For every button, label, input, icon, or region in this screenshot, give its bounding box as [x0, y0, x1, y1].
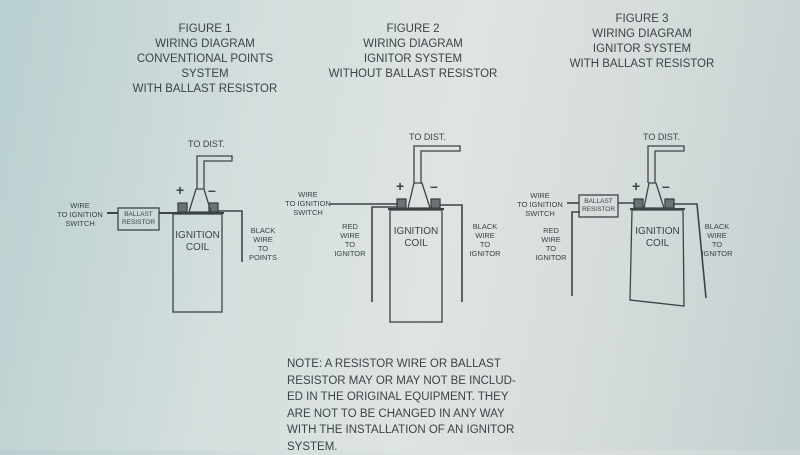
to-dist-label: TO DIST.	[643, 132, 680, 142]
ballast-resistor-label: BALLAST RESISTOR	[121, 211, 156, 226]
figure-2-drawing	[330, 145, 463, 323]
figure-2-title: FIGURE 2 WIRING DIAGRAM IGNITOR SYSTEM W…	[328, 23, 498, 80]
coil-tower	[407, 182, 431, 209]
red-wire	[571, 211, 580, 296]
coil-label: IGNITION COIL	[635, 226, 680, 249]
red-wire-label: RED WIRE TO IGNITOR	[535, 226, 567, 262]
black-wire	[673, 203, 707, 299]
black-wire-label: BLACK WIRE TO IGNITOR	[469, 222, 501, 258]
dist-wire	[196, 155, 233, 189]
black-wire-label: BLACK WIRE TO IGNITOR	[701, 222, 733, 258]
red-wire	[371, 206, 398, 302]
installation-note: NOTE: A RESISTOR WIRE OR BALLAST RESISTO…	[287, 358, 516, 453]
figure-3-title: FIGURE 3 WIRING DIAGRAM IGNITOR SYSTEM W…	[569, 13, 715, 70]
ballast-resistor-label: BALLAST RESISTOR	[581, 198, 616, 213]
negative-terminal	[430, 198, 441, 209]
black-wire	[440, 204, 463, 302]
dist-wire	[647, 145, 685, 183]
plus-sign: +	[632, 178, 641, 194]
wire-to-switch-label: WIRE TO IGNITION SWITCH	[57, 201, 103, 228]
minus-sign: –	[662, 178, 670, 194]
plus-sign: +	[176, 182, 185, 198]
coil-body	[172, 213, 223, 313]
dist-wire	[413, 145, 461, 183]
coil-tower	[643, 182, 665, 209]
black-wire	[218, 210, 243, 262]
ballast-resistor-box	[578, 194, 619, 218]
figure-1-drawing	[107, 155, 243, 313]
coil-label: IGNITION COIL	[175, 230, 220, 253]
plus-sign: +	[396, 178, 405, 194]
figure-3-drawing	[567, 145, 707, 307]
to-dist-label: TO DIST.	[409, 132, 446, 142]
minus-sign: –	[430, 178, 438, 194]
positive-terminal	[177, 202, 188, 213]
negative-terminal	[664, 198, 675, 209]
coil-body	[629, 209, 685, 307]
to-dist-label: TO DIST.	[188, 139, 225, 149]
ballast-resistor-box	[117, 207, 160, 231]
red-wire-label: RED WIRE TO IGNITOR	[334, 222, 366, 258]
minus-sign: –	[208, 182, 216, 198]
wire-to-switch-label: WIRE TO IGNITION SWITCH	[517, 191, 563, 218]
wire-to-switch-label: WIRE TO IGNITION SWITCH	[285, 190, 331, 217]
black-wire-label: BLACK WIRE TO POINTS	[249, 226, 277, 262]
positive-terminal	[633, 198, 644, 209]
positive-terminal	[396, 198, 407, 209]
figure-1-title: FIGURE 1 WIRING DIAGRAM CONVENTIONAL POI…	[132, 23, 278, 95]
coil-label: IGNITION COIL	[393, 226, 439, 249]
